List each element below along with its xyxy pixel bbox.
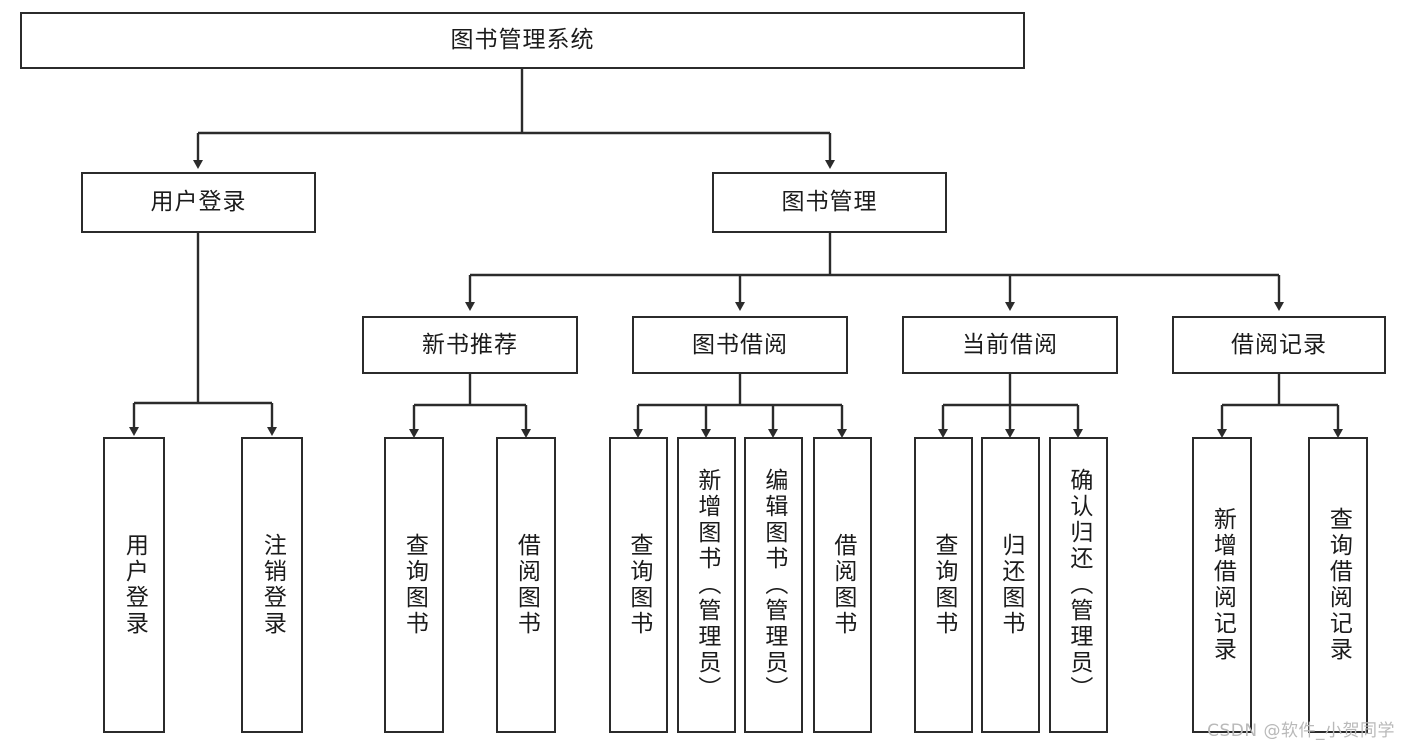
leaf-node-return-book[interactable]: 归还图书 [981,437,1040,733]
node-root-book-management-system[interactable]: 图书管理系统 [20,12,1025,69]
node-label: 用户登录 [150,189,247,216]
node-borrow-record[interactable]: 借阅记录 [1172,316,1386,374]
node-label: 图书管理 [781,189,878,216]
node-label: 注销登录 [259,533,286,637]
node-user-login[interactable]: 用户登录 [81,172,316,233]
leaf-node-user-logout[interactable]: 注销登录 [241,437,303,733]
leaf-node-confirm-return[interactable]: 确认归还（管理员） [1049,437,1108,733]
leaf-node-borrow-book[interactable]: 借阅图书 [813,437,872,733]
node-label: 新增借阅记录 [1209,507,1236,663]
node-label: 确认归还（管理员） [1065,468,1092,702]
node-label: 编辑图书（管理员） [760,468,787,702]
node-book-borrow[interactable]: 图书借阅 [632,316,848,374]
leaf-node-query-book-borrow[interactable]: 查询图书 [609,437,668,733]
node-label: 借阅图书 [513,533,540,637]
leaf-node-add-borrow-record[interactable]: 新增借阅记录 [1192,437,1252,733]
node-label: 借阅图书 [829,533,856,637]
node-label: 当前借阅 [962,331,1058,358]
node-label: 图书借阅 [692,331,788,358]
leaf-node-query-borrow-record[interactable]: 查询借阅记录 [1308,437,1368,733]
leaf-node-query-book-recommend[interactable]: 查询图书 [384,437,444,733]
leaf-node-user-login[interactable]: 用户登录 [103,437,165,733]
node-label: 归还图书 [997,533,1024,637]
node-label: 查询图书 [625,533,652,637]
node-book-management[interactable]: 图书管理 [712,172,947,233]
node-current-borrow[interactable]: 当前借阅 [902,316,1118,374]
leaf-node-query-book-current[interactable]: 查询图书 [914,437,973,733]
leaf-node-edit-book[interactable]: 编辑图书（管理员） [744,437,803,733]
leaf-node-borrow-book-recommend[interactable]: 借阅图书 [496,437,556,733]
node-label: 新书推荐 [422,331,518,358]
node-label: 用户登录 [121,533,148,637]
node-label: 查询图书 [930,533,957,637]
node-label: 新增图书（管理员） [693,468,720,702]
node-label: 图书管理系统 [450,27,595,54]
node-label: 查询借阅记录 [1325,507,1352,663]
node-label: 查询图书 [401,533,428,637]
node-new-book-recommend[interactable]: 新书推荐 [362,316,578,374]
node-label: 借阅记录 [1231,331,1327,358]
csdn-watermark: CSDN @软件_小贺同学 [1207,721,1395,741]
leaf-node-add-book[interactable]: 新增图书（管理员） [677,437,736,733]
